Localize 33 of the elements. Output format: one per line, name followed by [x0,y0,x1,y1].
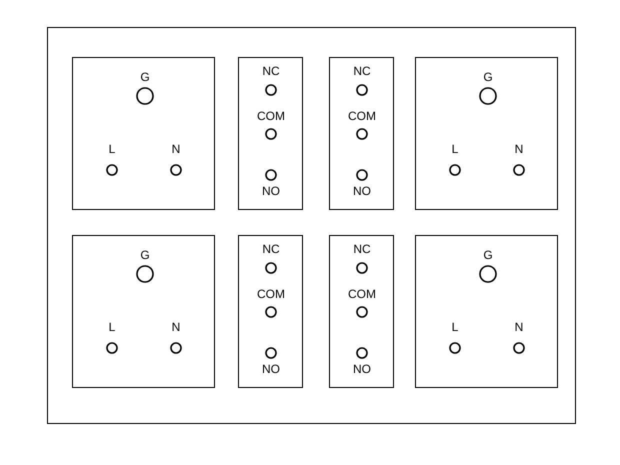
terminal-label: COM [348,287,376,301]
relay-terminal-block [329,235,394,388]
terminal-label: N [514,320,524,334]
terminal-label: NC [262,242,280,256]
relay-terminal-block [238,235,303,388]
terminal-label: G [140,248,150,262]
terminal-label: G [483,70,493,84]
terminal-label: N [172,142,180,156]
terminal-label: G [140,70,150,84]
terminal-label: L [452,142,458,156]
terminal-label: NO [262,362,280,376]
terminal-label: NC [262,64,280,78]
terminal-label: NO [262,184,280,198]
relay-terminal-block [329,57,394,210]
terminal-label: COM [348,109,376,123]
panel-frame [47,27,576,424]
relay-terminal-block [238,57,303,210]
terminal-label: NC [353,64,371,78]
terminal-label: L [108,320,116,334]
terminal-label: L [108,142,116,156]
terminal-label: COM [257,109,285,123]
terminal-label: NO [353,362,371,376]
terminal-label: G [483,248,493,262]
socket-plate [72,235,215,388]
socket-plate [415,235,558,388]
terminal-label: COM [257,287,285,301]
terminal-label: NO [353,184,371,198]
terminal-label: N [514,142,524,156]
socket-plate [415,57,558,210]
terminal-label: N [172,320,180,334]
socket-plate [72,57,215,210]
terminal-label: NC [353,242,371,256]
terminal-label: L [452,320,458,334]
